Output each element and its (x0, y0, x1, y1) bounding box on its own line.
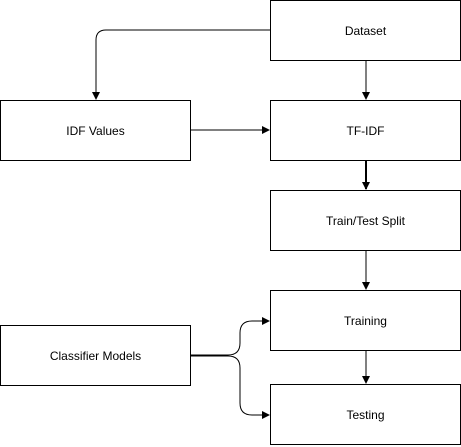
node-tf-idf-label: TF-IDF (346, 123, 385, 138)
node-training-label: Training (344, 313, 387, 328)
node-idf-values-label: IDF Values (66, 123, 125, 138)
node-train-test-split-label: Train/Test Split (326, 213, 405, 228)
node-testing-label: Testing (346, 407, 385, 422)
edge-classifier-to-training (191, 317, 270, 356)
node-train-test-split: Train/Test Split (270, 190, 461, 251)
node-tf-idf: TF-IDF (270, 100, 461, 161)
edge-dataset-to-idf (92, 29, 270, 100)
node-classifier-models: Classifier Models (0, 325, 191, 386)
node-testing: Testing (270, 384, 461, 445)
node-dataset: Dataset (270, 0, 461, 61)
edge-classifier-to-testing (191, 355, 270, 419)
node-idf-values: IDF Values (0, 100, 191, 161)
node-dataset-label: Dataset (344, 23, 387, 38)
node-training: Training (270, 290, 461, 351)
node-classifier-models-label: Classifier Models (49, 348, 142, 363)
